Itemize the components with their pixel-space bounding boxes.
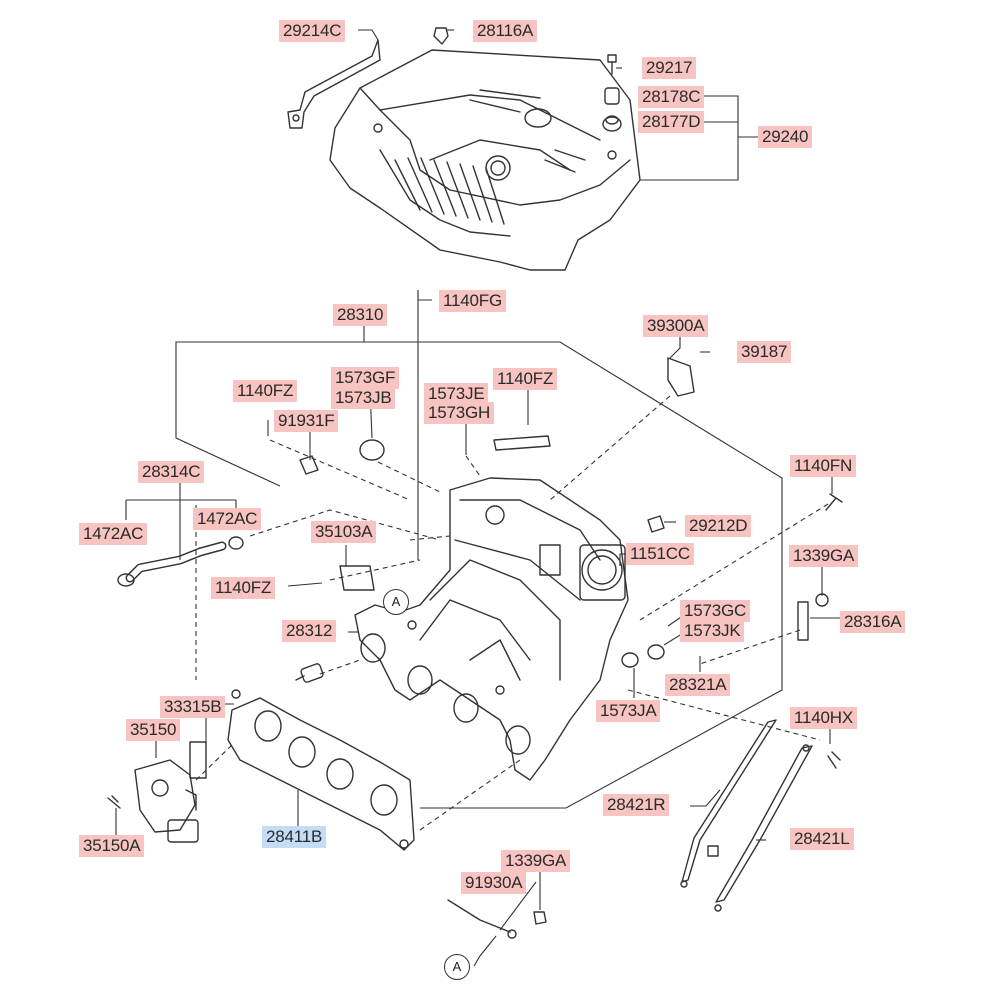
stay-28421l [707,744,813,912]
part-label-1339ga-b[interactable]: 1339GA [501,850,571,872]
nut-28116a [433,27,449,45]
wire-91930a [447,899,517,939]
part-label-1140fz-a[interactable]: 1140FZ [233,380,298,402]
part-label-29217[interactable]: 29217 [642,57,697,79]
stay-28421r [680,719,777,888]
part-label-35103a[interactable]: 35103A [311,521,377,543]
plug-1573jk [647,644,665,660]
part-label-1339ga-a[interactable]: 1339GA [789,545,859,567]
bracket-1140fz [493,435,551,451]
part-label-1140fz-b[interactable]: 1140FZ [493,368,558,390]
part-label-29214c[interactable]: 29214C [279,20,346,42]
part-label-28312[interactable]: 28312 [282,620,337,642]
part-label-28411b[interactable]: 28411B [262,826,327,848]
part-label-29240[interactable]: 29240 [758,126,813,148]
plug-1573ja [621,652,639,668]
intake-manifold [354,477,629,781]
part-label-1140hx[interactable]: 1140HX [790,707,857,729]
part-label-28421l[interactable]: 28421L [790,828,854,850]
part-label-28177d[interactable]: 28177D [638,111,705,133]
bolt-1140hx [827,751,841,769]
part-label-1573gh[interactable]: 1573GH [424,402,495,424]
bolt-1140fn [825,493,843,511]
part-label-29212d[interactable]: 29212D [685,515,752,537]
part-label-28316a[interactable]: 28316A [840,611,906,633]
part-label-1140fg[interactable]: 1140FG [439,290,506,312]
part-label-35150a[interactable]: 35150A [79,835,145,857]
part-label-28321a[interactable]: 28321A [665,674,731,696]
part-label-28116a[interactable]: 28116A [473,20,538,42]
part-label-1573jk[interactable]: 1573JK [680,620,745,642]
part-label-39187[interactable]: 39187 [737,341,792,363]
part-label-1573je[interactable]: 1573JE [424,383,489,405]
leader-lines [115,29,840,967]
part-label-1151cc[interactable]: 1151CC [626,543,694,565]
bracket-39300a [667,357,695,397]
bracket-29214c [287,39,381,129]
bolt-35150a [107,795,121,809]
part-label-39300a[interactable]: 39300A [643,315,709,337]
part-label-1140fz-c[interactable]: 1140FZ [211,577,276,599]
nut-1339ga-b [533,911,547,925]
engine-cover [329,49,641,271]
grommet-28178c [604,87,620,105]
reference-marker-a-top: A [383,589,409,615]
part-label-1140fn[interactable]: 1140FN [790,455,857,477]
part-label-28314c[interactable]: 28314C [138,461,205,483]
part-label-28178c[interactable]: 28178C [638,86,705,108]
sensor-28312 [295,663,324,683]
part-label-1472ac-a[interactable]: 1472AC [79,523,148,545]
part-label-33315b[interactable]: 33315B [160,696,226,718]
reference-marker-a-bottom: A [444,954,470,980]
pipe-29212d [647,515,665,533]
part-label-1573ja[interactable]: 1573JA [596,700,661,722]
part-label-35150[interactable]: 35150 [126,719,181,741]
clip-91931f [299,455,319,475]
grommet-28177d [602,115,622,132]
gasket-28411b [227,689,415,851]
part-label-1573gc[interactable]: 1573GC [680,600,751,622]
part-label-1573jb[interactable]: 1573JB [331,387,396,409]
part-label-1573gf[interactable]: 1573GF [331,367,400,389]
part-label-91931f[interactable]: 91931F [274,410,339,432]
plug-1573gf [359,439,385,461]
part-label-1472ac-b[interactable]: 1472AC [193,508,262,530]
bracket-35103a [339,565,375,591]
part-label-28421r[interactable]: 28421R [603,794,670,816]
part-label-28310[interactable]: 28310 [333,304,388,326]
bolt-29217 [607,54,617,75]
bracket-28316a [797,601,809,641]
part-label-91930a[interactable]: 91930A [461,872,527,894]
idle-speed-actuator-35150 [134,741,207,843]
